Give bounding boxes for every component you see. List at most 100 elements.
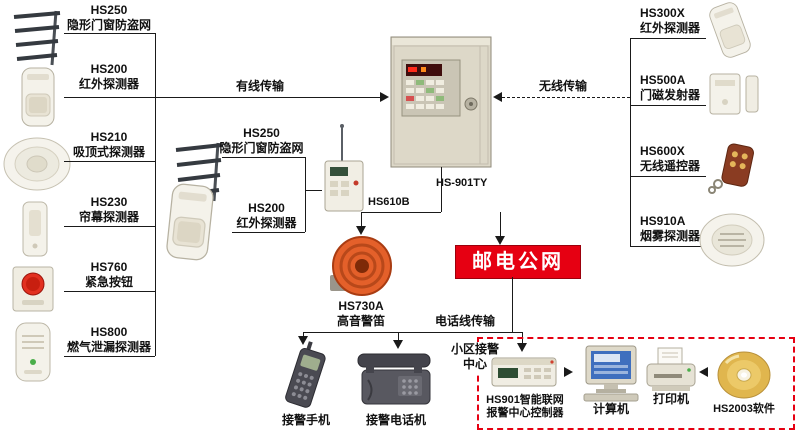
controller-line2: 报警中心控制器 <box>486 407 564 419</box>
wire-left-6 <box>64 356 155 357</box>
device-label-hs230: HS230 帘幕探测器 <box>60 195 158 225</box>
wire-panel-down <box>441 167 442 212</box>
device-name: 紧急按钮 <box>84 275 133 289</box>
device-name: 无线遥控器 <box>640 159 701 173</box>
device-model: HS250 <box>243 126 280 140</box>
arrow-to-controller <box>517 343 527 352</box>
siren-model: HS730A <box>338 299 384 313</box>
wire-left-4 <box>64 226 155 227</box>
wire-wired-main <box>64 97 382 98</box>
cell-phone-image <box>285 341 326 408</box>
device-model: HS250 <box>90 3 128 17</box>
device-label-hs800: HS800 燃气泄漏探测器 <box>60 325 158 355</box>
wire-right-1 <box>630 38 706 39</box>
door-magnet-image <box>709 73 759 115</box>
ceiling-detector-image <box>3 137 71 191</box>
device-model: HS210 <box>90 130 128 144</box>
arrow-to-siren <box>356 226 366 235</box>
wire-left-1 <box>64 33 155 34</box>
computer-label: 计算机 <box>592 402 629 416</box>
panic-button-image <box>12 266 54 312</box>
cell-phone-label: 接警手机 <box>281 413 330 427</box>
software-label: HS2003软件 <box>713 403 775 415</box>
alarm-center-box <box>477 337 795 430</box>
wire-mid-2 <box>232 232 305 233</box>
siren-image <box>330 236 392 296</box>
curtain-detector-image <box>22 201 48 257</box>
siren-label: HS730A 高音警笛 <box>325 299 397 329</box>
panel-model-label: HS-901TY <box>436 177 488 189</box>
wire-left-5 <box>64 291 155 292</box>
arrow-to-desk-phone <box>393 340 403 349</box>
wire-phone-branch <box>303 332 522 333</box>
device-label-hs760: HS760 紧急按钮 <box>60 260 158 290</box>
device-model: HS230 <box>90 195 128 209</box>
device-label-hs200: HS200 红外探测器 <box>60 62 158 92</box>
remote-control-image <box>708 143 754 194</box>
device-model: HS600X <box>640 144 685 158</box>
device-label-hs250: HS250 隐形门窗防盗网 <box>60 3 158 33</box>
wire-wireless-dashed <box>502 97 630 98</box>
device-name: 烟雾探测器 <box>640 229 701 243</box>
desk-phone-label: 接警电话机 <box>365 413 426 427</box>
device-model: HS760 <box>90 260 128 274</box>
device-model: HS300X <box>640 6 685 20</box>
device-label-hs250-mid: HS250 隐形门窗防盗网 <box>213 126 310 156</box>
control-panel-image <box>390 36 492 168</box>
wire-left-bus <box>155 33 156 356</box>
device-model: HS200 <box>248 201 285 215</box>
public-network-box: 邮电公网 <box>455 245 581 279</box>
alarm-center-label: 小区接警 中心 <box>446 342 504 372</box>
software-cd-image <box>717 351 771 399</box>
device-label-hs300x: HS300X 红外探测器 <box>640 6 728 36</box>
wireless-pir-image <box>709 2 751 58</box>
controller-label: HS901智能联网 报警中心控制器 <box>478 394 572 420</box>
repeater-model-label: HS610B <box>368 196 410 208</box>
controller-line1: HS901智能联网 <box>486 394 564 406</box>
wire-panel-branch <box>361 212 441 213</box>
siren-name: 高音警笛 <box>336 314 385 328</box>
wire-right-3 <box>630 176 706 177</box>
arrow-wireless-to-panel <box>493 92 502 102</box>
wire-to-cell <box>303 332 304 338</box>
device-name: 隐形门窗防盗网 <box>66 18 151 32</box>
wire-mid-bus <box>305 157 306 232</box>
gas-detector-image <box>15 322 51 382</box>
wire-to-siren <box>361 212 362 227</box>
arrow-cd-to-printer <box>699 367 708 377</box>
pir-detector-image <box>21 67 55 127</box>
device-label-hs200-mid: HS200 红外探测器 <box>223 201 310 231</box>
computer-image <box>583 345 639 402</box>
controller-image <box>491 357 557 387</box>
alarm-center-line2: 中心 <box>462 357 487 371</box>
arrow-wired-to-panel <box>380 92 389 102</box>
device-name: 隐形门窗防盗网 <box>219 141 304 155</box>
arrow-to-network <box>495 236 505 245</box>
device-name: 红外探测器 <box>640 21 701 35</box>
device-label-hs910a: HS910A 烟雾探测器 <box>640 214 728 244</box>
desk-phone-image <box>357 353 431 405</box>
device-name: 帘幕探测器 <box>78 210 139 224</box>
wire-left-3 <box>64 161 155 162</box>
smoke-detector-image <box>699 213 765 267</box>
device-label-hs210: HS210 吸顶式探测器 <box>60 130 158 160</box>
device-name: 红外探测器 <box>78 77 139 91</box>
device-name: 红外探测器 <box>236 216 297 230</box>
alarm-center-line1: 小区接警 <box>450 342 499 356</box>
device-model: HS200 <box>90 62 128 76</box>
wire-mid-1 <box>222 157 305 158</box>
device-model: HS800 <box>90 325 128 339</box>
wire-right-2 <box>630 105 706 106</box>
arrow-controller-to-computer <box>564 367 573 377</box>
wire-mid-to-repeater <box>305 190 322 191</box>
device-label-hs600x: HS600X 无线遥控器 <box>640 144 728 174</box>
wireless-transmission-label: 无线传输 <box>538 79 587 93</box>
repeater-image <box>324 124 364 212</box>
device-name: 燃气泄漏探测器 <box>66 340 151 354</box>
wire-to-network <box>500 212 501 237</box>
device-model: HS500A <box>640 73 686 87</box>
wire-right-bus <box>630 38 631 246</box>
wire-to-desk <box>398 332 399 342</box>
device-model: HS910A <box>640 214 686 228</box>
